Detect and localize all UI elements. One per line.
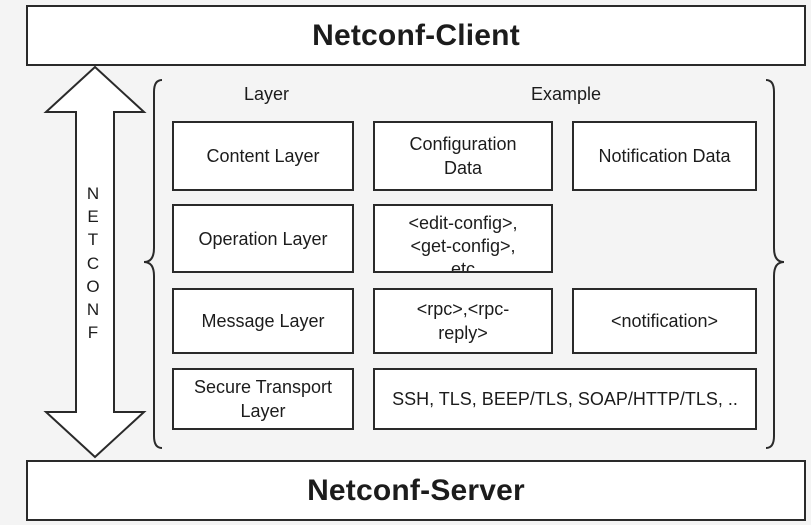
example-column-header: Example: [531, 84, 602, 104]
operation-layer-label: Operation Layer: [198, 228, 328, 249]
rpc-reply-box: <rpc>,<rpc- reply>: [373, 288, 553, 354]
netconf-client-label: Netconf-Client: [312, 18, 520, 52]
message-layer-label: Message Layer: [201, 311, 325, 331]
secure-transport-layer-box: Secure Transport Layer: [172, 368, 354, 430]
secure-transport-layer-label: Secure Transport Layer: [193, 377, 333, 421]
configuration-data-box: Configuration Data: [373, 121, 553, 191]
layer-column-header: Layer: [244, 84, 290, 104]
netconf-server-label: Netconf-Server: [307, 473, 525, 507]
netconf-client-box: Netconf-Client: [26, 5, 806, 66]
operation-examples-box: <edit-config>, <get-config>, etc: [373, 204, 553, 273]
operation-layer-box: Operation Layer: [172, 204, 354, 273]
content-layer-label: Content Layer: [206, 146, 320, 166]
netconf-vertical-label: N E T C O N F: [86, 184, 100, 343]
notification-label: <notification>: [610, 311, 719, 331]
netconf-server-box: Netconf-Server: [26, 460, 806, 521]
notification-box: <notification>: [572, 288, 757, 354]
transport-protocols-box: SSH, TLS, BEEP/TLS, SOAP/HTTP/TLS, ..: [373, 368, 757, 430]
configuration-data-label: Configuration Data: [409, 134, 517, 178]
right-curly-brace-icon: [765, 79, 785, 449]
message-layer-box: Message Layer: [172, 288, 354, 354]
left-curly-brace-icon: [143, 79, 163, 449]
operation-examples-label: <edit-config>, <get-config>, etc: [408, 213, 518, 273]
notification-data-box: Notification Data: [572, 121, 757, 191]
transport-protocols-label: SSH, TLS, BEEP/TLS, SOAP/HTTP/TLS, ..: [392, 389, 738, 409]
notification-data-label: Notification Data: [598, 146, 731, 166]
content-layer-box: Content Layer: [172, 121, 354, 191]
rpc-reply-label: <rpc>,<rpc- reply>: [416, 299, 510, 343]
